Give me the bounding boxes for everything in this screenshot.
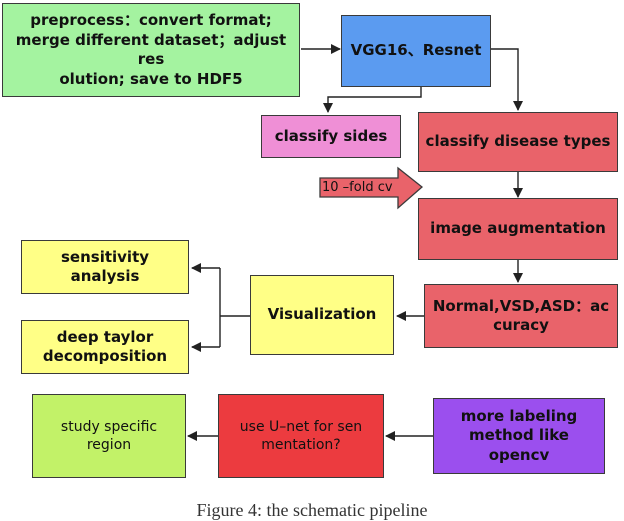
node-more-labeling: more labeling method like opencv [433, 398, 605, 474]
figure-caption: Figure 4: the schematic pipeline [196, 500, 428, 520]
node-preprocess: preprocess：convert format; merge differe… [2, 3, 300, 97]
node-classify-sides: classify sides [261, 115, 401, 158]
node-visualization: Visualization [250, 275, 394, 355]
node-accuracy: Normal,VSD,ASD：ac curacy [424, 284, 618, 348]
arrow-vgg-to-disease [490, 48, 523, 111]
node-sensitivity: sensitivity analysis [21, 240, 189, 294]
node-classify-disease: classify disease types [418, 112, 618, 172]
arrow-vgg-to-sides [323, 87, 422, 113]
node-image-augmentation: image augmentation [418, 198, 618, 260]
fold-cv-label: 10 –fold cv [322, 179, 393, 195]
node-study-region: study specific region [32, 394, 186, 478]
node-deep-taylor: deep taylor decomposition [21, 320, 189, 374]
node-unet: use U–net for sen mentation? [218, 394, 384, 478]
node-vgg: VGG16、Resnet [341, 15, 491, 87]
fold-cv-block-arrow [319, 166, 424, 210]
